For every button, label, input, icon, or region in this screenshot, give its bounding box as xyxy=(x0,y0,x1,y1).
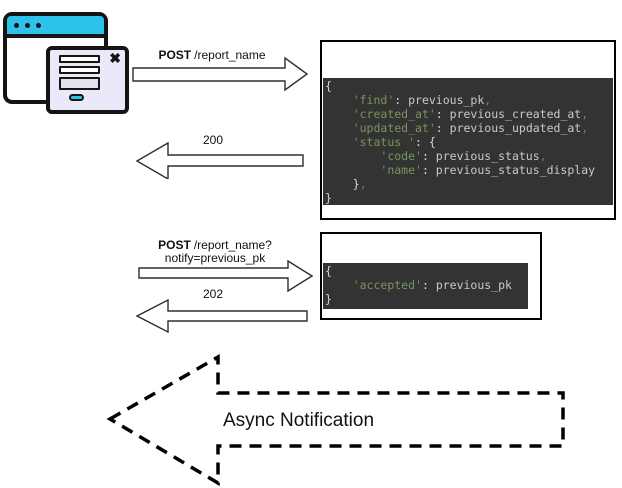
code-token-val: previous_updated_at xyxy=(449,121,582,135)
code-token-key: 'created_at' xyxy=(352,107,436,121)
browser-titlebar xyxy=(7,16,104,38)
code-line: 'accepted': previous_pk xyxy=(325,278,528,292)
form-line xyxy=(59,55,100,63)
async-notification-arrow xyxy=(106,353,565,487)
front-dialog-window: ✖ xyxy=(46,46,129,114)
code-token: } xyxy=(325,292,332,306)
code-token-key: 'code' xyxy=(380,149,422,163)
code-token: : xyxy=(394,93,409,107)
code-token-comma: , xyxy=(484,93,492,107)
code-token-val: previous_pk xyxy=(408,93,485,107)
http-method: POST xyxy=(158,48,192,62)
code-line: 'find': previous_pk, xyxy=(325,93,613,107)
request2-label: POST/report_name?notify=previous_pk xyxy=(133,239,297,265)
response2-body-container: { 'accepted': previous_pk} xyxy=(320,232,542,320)
browser-icon: ✖ xyxy=(2,6,130,120)
code-token-val: previous_status xyxy=(435,149,540,163)
http-method: POST xyxy=(158,238,191,252)
response1-label: 200 xyxy=(133,134,293,147)
form-field xyxy=(59,77,100,90)
status-code: 200 xyxy=(202,133,224,147)
code-line: 'updated_at': previous_updated_at, xyxy=(325,121,613,135)
code-line: 'created_at': previous_created_at, xyxy=(325,107,613,121)
code-token-comma: , xyxy=(539,149,547,163)
request2-arrow xyxy=(138,259,313,293)
code-token-key: 'status ' xyxy=(352,135,416,149)
request1-arrow xyxy=(132,56,309,92)
code-line: 'name': previous_status_display xyxy=(325,163,613,177)
code-token xyxy=(325,121,353,135)
code-line: { xyxy=(325,264,528,278)
code-token: : xyxy=(435,121,450,135)
request-path: /report_name? xyxy=(193,238,272,252)
code-token xyxy=(325,278,353,292)
response1-body-container: { 'find': previous_pk, 'created_at': pre… xyxy=(320,40,616,220)
code-token: } xyxy=(325,191,332,205)
code-line: }, xyxy=(325,177,613,191)
request-query: notify=previous_pk xyxy=(164,251,266,265)
code-token-comma: , xyxy=(581,107,589,121)
close-icon: ✖ xyxy=(109,50,121,66)
code-line: { xyxy=(325,79,613,93)
code-token-key: 'accepted' xyxy=(352,278,422,292)
code-token: { xyxy=(325,79,332,93)
code-token: : xyxy=(435,107,450,121)
code-token-comma: , xyxy=(581,121,589,135)
code-token: : { xyxy=(415,135,436,149)
code-token-comma: , xyxy=(359,177,367,191)
code-token: : xyxy=(421,278,436,292)
request-path: /report_name xyxy=(194,48,266,62)
code-line: 'code': previous_status, xyxy=(325,149,613,163)
request1-label: POST/report_name xyxy=(131,49,293,62)
code-token-val: previous_created_at xyxy=(449,107,582,121)
code-token xyxy=(325,149,380,163)
code-token xyxy=(325,107,353,121)
code-token-val: previous_status_display xyxy=(435,163,596,177)
code-token: : xyxy=(421,163,436,177)
code-token: : xyxy=(421,149,436,163)
code-line: 'status ': { xyxy=(325,135,613,149)
code-token xyxy=(325,163,380,177)
code-token: } xyxy=(325,177,360,191)
code-token-val: previous_pk xyxy=(435,278,512,292)
async-notification-label: Async Notification xyxy=(223,410,375,431)
code-line: } xyxy=(325,191,613,205)
window-dot-icon xyxy=(36,22,41,28)
status-code: 202 xyxy=(202,287,224,301)
window-dot-icon xyxy=(14,22,19,28)
response2-label: 202 xyxy=(133,288,293,301)
code-line: } xyxy=(325,292,528,306)
code-token xyxy=(325,93,353,107)
code-token-key: 'updated_at' xyxy=(352,121,436,135)
submit-button-pill xyxy=(69,94,84,101)
code-token-key: 'name' xyxy=(380,163,422,177)
response2-code-block: { 'accepted': previous_pk} xyxy=(323,263,528,309)
code-token: { xyxy=(325,264,332,278)
form-line xyxy=(59,66,100,74)
response1-arrow xyxy=(135,141,304,179)
code-token xyxy=(325,135,353,149)
response2-arrow xyxy=(135,298,308,334)
code-token-key: 'find' xyxy=(352,93,395,107)
response1-code-block: { 'find': previous_pk, 'created_at': pre… xyxy=(323,78,613,205)
window-dot-icon xyxy=(25,22,30,28)
